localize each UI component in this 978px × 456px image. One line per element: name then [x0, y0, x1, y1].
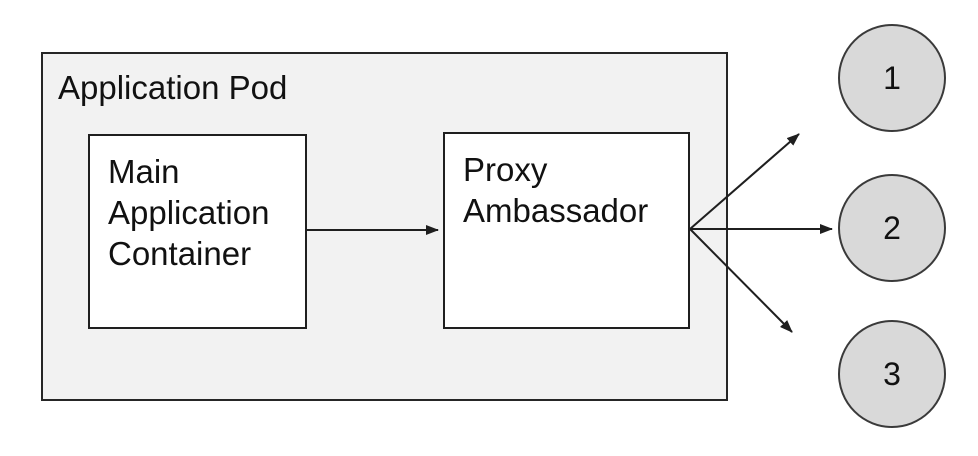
endpoint-2-label: 2	[883, 209, 901, 246]
proxy-ambassador-node: Proxy Ambassador	[443, 132, 690, 329]
endpoint-circle-1: 1	[838, 24, 946, 132]
endpoint-circle-3: 3	[838, 320, 946, 428]
endpoint-1-label: 1	[883, 59, 901, 96]
proxy-ambassador-label: Proxy Ambassador	[463, 151, 649, 229]
endpoint-3-label: 3	[883, 355, 901, 392]
application-pod-group: Application Pod Main Application Contain…	[41, 52, 728, 401]
main-application-container-node: Main Application Container	[88, 134, 307, 329]
endpoint-circle-2: 2	[838, 174, 946, 282]
application-pod-label: Application Pod	[58, 69, 288, 106]
main-application-container-label: Main Application Container	[108, 153, 270, 272]
